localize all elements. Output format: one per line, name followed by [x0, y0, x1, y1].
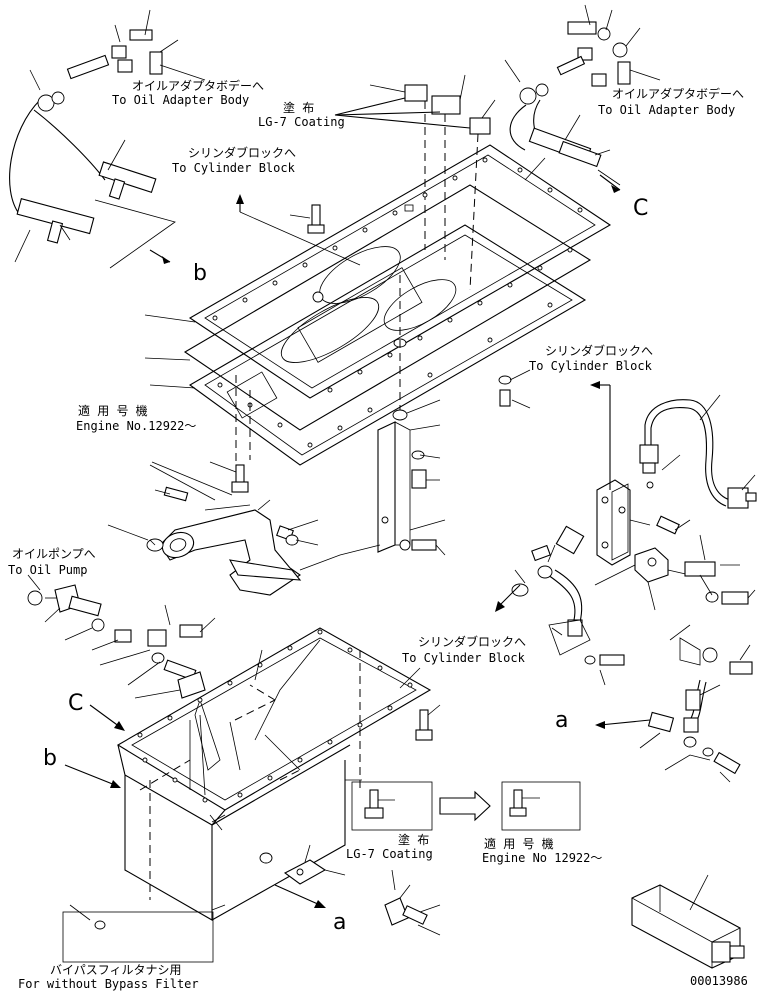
oil-adapter-left-jp-label: オイルアダプタボデーへ	[132, 79, 265, 93]
right-lower-fittings	[595, 624, 753, 783]
engine-no-left-jp-label: 適 用 号 機	[78, 404, 148, 418]
cylinder-block-low-en-label: To Cylinder Block	[402, 651, 525, 665]
ref-letter-a-bottom: a	[333, 910, 347, 935]
oil-pump-en-label: To Oil Pump	[8, 563, 88, 577]
engine-no-inset	[501, 781, 581, 831]
engine-no-bottom-jp-label: 適 用 号 機	[484, 837, 554, 851]
ref-letter-a-right: a	[555, 708, 569, 733]
middle-pipe	[495, 525, 625, 686]
cylinder-block-mid-en-label: To Cylinder Block	[529, 359, 652, 373]
bypass-jp-label: バイパスフィルタナシ用	[50, 963, 182, 977]
upper-plates	[144, 144, 612, 466]
drawing-number: 00013986	[690, 974, 748, 988]
oil-adapter-left-en-label: To Oil Adapter Body	[112, 93, 250, 107]
cylinder-block-top-jp-label: シリンダブロックへ	[188, 146, 297, 160]
center-bolts	[151, 275, 531, 496]
coating-bottom-jp-label: 塗 布	[398, 833, 430, 847]
coating-inset	[351, 781, 491, 831]
right-hose-assembly	[504, 4, 661, 193]
coating-top-jp-label: 塗 布	[283, 101, 315, 115]
ref-letter-c-pan: C	[68, 691, 84, 716]
suction-pipe	[107, 464, 381, 596]
ref-letter-c-top: C	[633, 196, 649, 221]
coating-top-en-label: LG-7 Coating	[258, 115, 345, 129]
coating-pads	[334, 74, 496, 291]
oil-adapter-right-jp-label: オイルアダプタボデーへ	[612, 87, 745, 101]
pan-rim-holes	[137, 629, 413, 803]
bracket-bar	[377, 421, 446, 556]
ref-letter-b-pan: b	[43, 746, 57, 771]
bypass-inset	[62, 904, 214, 963]
cylinder-block-low-jp-label: シリンダブロックへ	[418, 635, 527, 649]
right-pipe-assembly	[590, 381, 757, 611]
bar-tool	[631, 874, 745, 969]
engine-no-left-en-label: Engine No.12922～	[76, 419, 197, 433]
left-hose-assembly	[9, 9, 206, 269]
plate-bolt-holes	[212, 157, 583, 448]
oil-adapter-right-en-label: To Oil Adapter Body	[598, 103, 736, 117]
bypass-en-label: For without Bypass Filter	[18, 977, 199, 991]
ref-letter-b-top: b	[193, 261, 207, 286]
engine-no-bottom-en-label: Engine No 12922～	[482, 851, 603, 865]
left-small-parts	[27, 574, 216, 699]
coating-bottom-en-label: LG-7 Coating	[346, 847, 433, 861]
oil-pan	[64, 627, 441, 936]
cylinder-block-mid-jp-label: シリンダブロックへ	[545, 344, 654, 358]
oil-pump-jp-label: オイルポンプへ	[12, 547, 96, 561]
cylinder-block-top-en-label: To Cylinder Block	[172, 161, 295, 175]
